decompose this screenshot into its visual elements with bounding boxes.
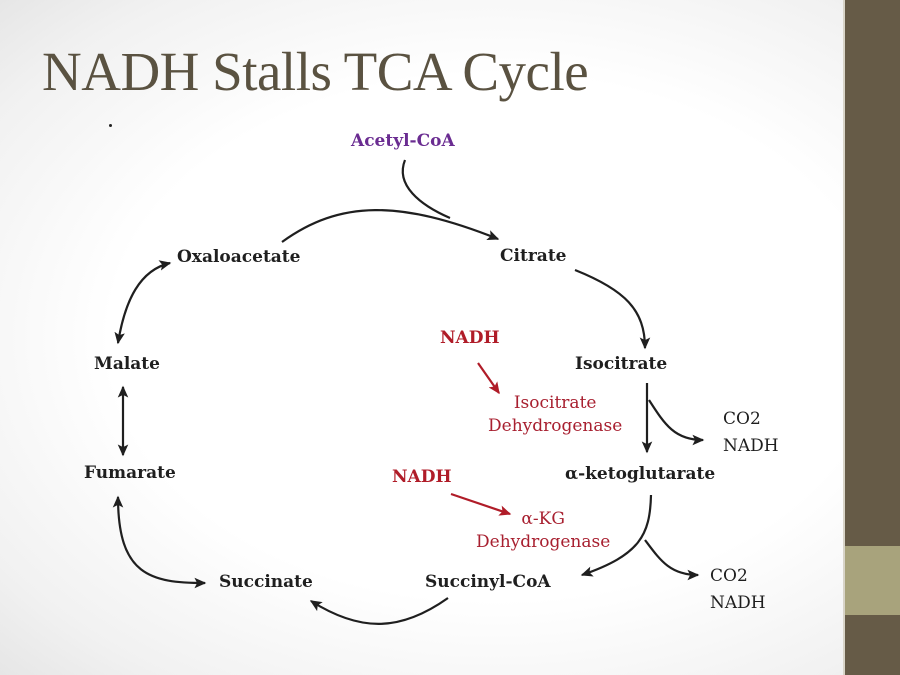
succinyl-coa-label: Succinyl-CoA [425,572,551,592]
stray-dot [109,124,112,127]
enzyme-1-line1: Isocitrate [513,393,597,413]
arrow-acetylcoa-to-citrate [401,159,451,220]
product-2-co2: CO2 [710,566,748,586]
acetyl-coa-label: Acetyl-CoA [351,131,455,151]
enzyme-2-line2: Dehydrogenase [476,531,611,552]
products-akg-step: CO2 NADH [710,563,766,617]
nadh-inhibitor-2: NADH [392,467,452,487]
citrate-label: Citrate [500,246,567,266]
arrow-akg-to-succinylcoa [580,494,653,577]
malate-label: Malate [94,354,160,374]
product-1-nadh: NADH [723,436,779,457]
arrow-malate-oxaloacetate [114,260,172,345]
arrow-citrate-to-isocitrate [574,268,651,350]
nadh-inhibitor-1: NADH [440,328,500,348]
arrow-akg-co2-branch [644,539,700,581]
akg-dehydrogenase-label: α-KG Dehydrogenase [476,508,610,554]
arrow-isocitrate-co2-branch [648,399,705,446]
slide-sidebar-accent [845,546,900,615]
fumarate-label: Fumarate [84,463,176,483]
enzyme-1-line2: Dehydrogenase [488,415,623,436]
arrow-succinate-fumarate [112,495,207,589]
product-1-co2: CO2 [723,409,761,429]
arrow-succinylcoa-succinate [309,597,449,625]
isocitrate-label: Isocitrate [575,354,668,374]
product-2-nadh: NADH [710,593,766,614]
oxaloacetate-label: Oxaloacetate [177,247,301,267]
succinate-label: Succinate [219,572,313,592]
isocitrate-dehydrogenase-label: Isocitrate Dehydrogenase [488,392,622,438]
inhibition-arrow-akgdh [450,492,512,516]
slide-title: NADH Stalls TCA Cycle [42,41,589,102]
inhibition-arrow-icdh [477,362,500,395]
enzyme-2-line1: α-KG [521,509,565,529]
alpha-ketoglutarate-label: α-ketoglutarate [565,464,716,484]
arrow-oxaloacetate-to-citrate [281,209,500,243]
products-isocitrate-step: CO2 NADH [723,406,779,460]
